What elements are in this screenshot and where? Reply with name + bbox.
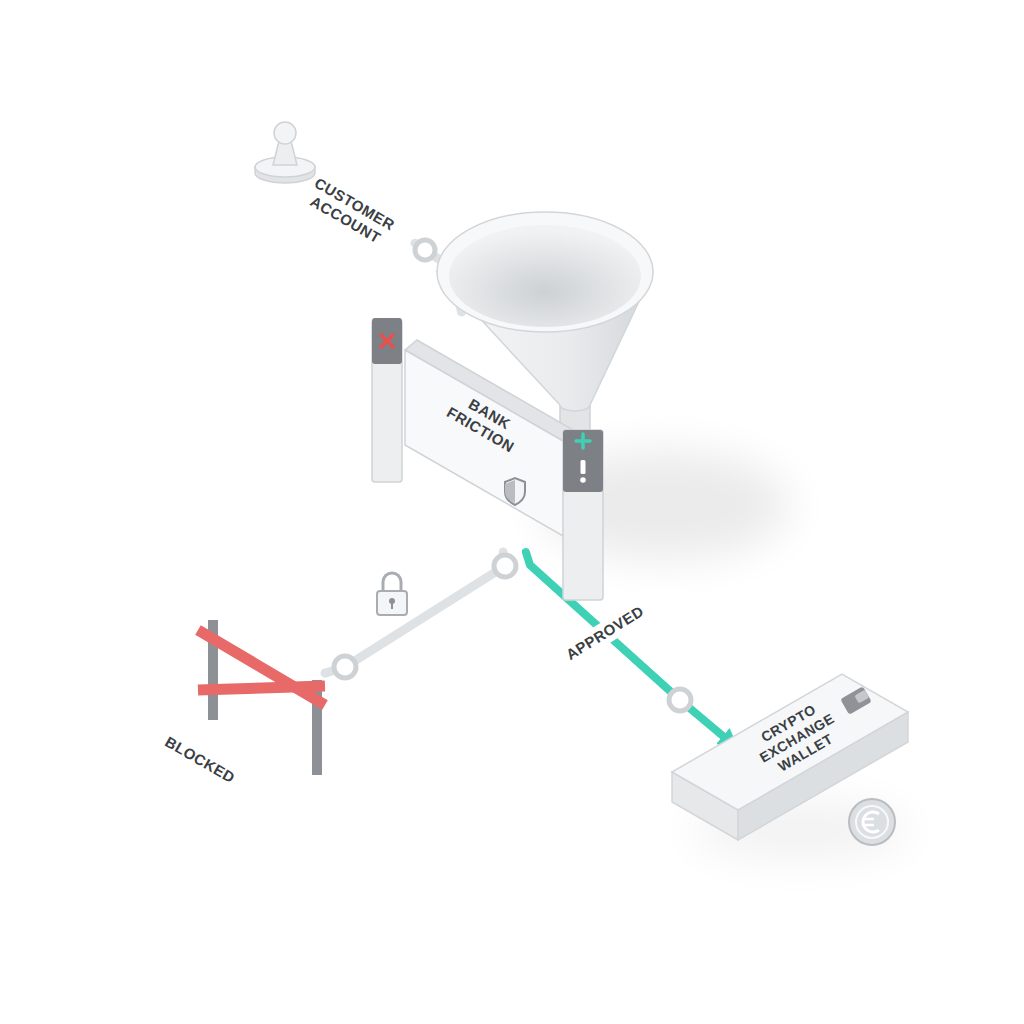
lock-icon [377,573,407,615]
barrier-bar [198,630,325,705]
euro-coin [849,799,895,845]
slab-top [672,674,908,810]
lock-keyhole [391,602,393,609]
approved-arrow [526,552,733,744]
funnel-mouth [449,225,641,327]
alert-mark [580,477,586,483]
blocked-barrier-outline [150,610,325,790]
junction-ring [415,240,435,260]
pawn-head [274,122,296,144]
junction-ring [494,555,516,577]
junction-ring [334,656,356,678]
shield-icon [505,480,515,503]
wallet-icon [840,686,872,715]
shield-icon [505,478,525,505]
cross-mark [381,335,393,347]
wallet-slab: CRYPTO EXCHANGE WALLET [672,744,912,844]
node-label: CUSTOMER ACCOUNT [298,171,403,252]
blocked-barrier: BLOCKED [150,610,325,790]
gate-panel [405,350,570,540]
barrier-bar [198,686,325,690]
junction-ring [669,689,691,711]
wallet-icon [854,690,869,704]
post-cap [372,318,402,364]
friction-gate: BANK FRICTION [365,312,610,552]
euro-sign [863,812,879,832]
post-cap [563,430,603,492]
node-label: BLOCKED [162,733,238,787]
coin-rim [856,806,888,838]
lock-body [377,591,407,615]
blocked-path [325,552,505,673]
alert-mark [581,460,586,474]
gate-post [563,430,603,600]
plus-mark [576,434,590,448]
lock-shackle [383,573,401,592]
coin-face [849,799,895,845]
account-node: CUSTOMER ACCOUNT [245,115,415,255]
funnel-rim [437,212,653,332]
euro-sign [862,819,874,825]
